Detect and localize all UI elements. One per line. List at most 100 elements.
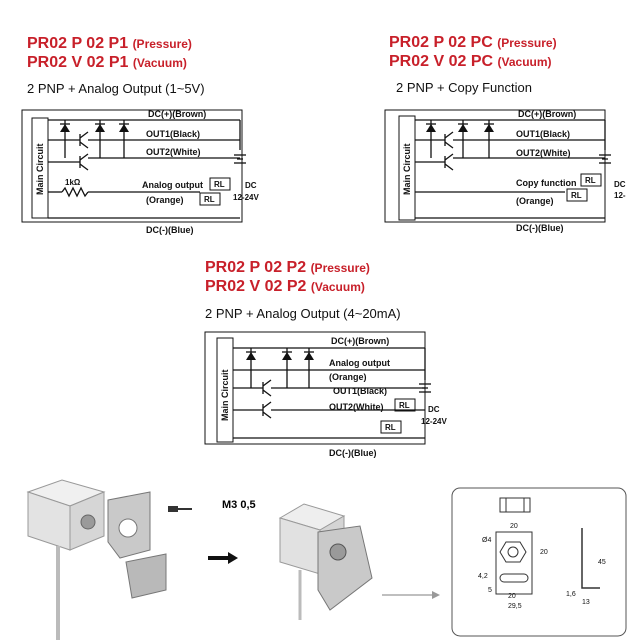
- pc-diode-2: [458, 124, 468, 132]
- p1-diode-3: [119, 124, 129, 132]
- p1-voltage-label: 12-24V: [233, 193, 259, 202]
- pc-diode-3: [484, 124, 494, 132]
- mounting-illustration: M3 0,5 20 Ø4 20 4,2 5 20 29,5 45 1,6 13: [26, 479, 627, 640]
- p2-rl-2: [380, 420, 402, 434]
- pc-dc-plus-label: DC(+)(Brown): [518, 109, 576, 119]
- dim-side-height: 20: [540, 549, 548, 556]
- bracket-left: [107, 491, 167, 599]
- dim-left-offset: 5: [488, 587, 492, 594]
- p1-model-vacuum: PR02 V 02 P1: [27, 54, 129, 71]
- pc-circuit-diagram: Main Circuit RL RL DC(+)(Brown) OUT1(Bla…: [384, 109, 626, 233]
- pc-rl-2-label: RL: [571, 191, 582, 200]
- p1-dc-plus-label: DC(+)(Brown): [148, 109, 206, 119]
- p1-circuit-diagram: Main Circuit 1kΩ RL RL DC(+)(Brown) OUT1…: [21, 109, 259, 235]
- pc-frame: [384, 109, 606, 223]
- pc-vacuum-label: (Vacuum): [497, 55, 552, 69]
- dim-right-height: 45: [598, 559, 606, 566]
- p2-pressure-label: (Pressure): [310, 261, 370, 275]
- pc-dc-minus-label: DC(-)(Blue): [516, 223, 564, 233]
- pc-diode-1: [426, 124, 436, 132]
- p2-main-circuit-box: [216, 337, 234, 443]
- p1-dc-label: DC: [245, 181, 257, 190]
- p2-model-pressure: PR02 P 02 P2: [205, 259, 307, 276]
- dim-bottom-20: 20: [508, 593, 516, 600]
- pc-out1-label: OUT1(Black): [516, 129, 570, 139]
- dim-thickness: 1,6: [566, 591, 576, 598]
- p1-rl-2: [199, 192, 221, 206]
- dim-slot: 4,2: [478, 573, 488, 580]
- dim-hole-dia: Ø4: [482, 537, 491, 544]
- pc-dc-label: DC: [614, 180, 626, 189]
- screw-icon: [168, 506, 192, 512]
- dimension-detail-box: [451, 487, 627, 637]
- p1-rl-2-label: RL: [204, 195, 215, 204]
- pc-subtitle: 2 PNP + Copy Function: [396, 80, 532, 95]
- pc-main-circuit-box: [398, 115, 416, 221]
- pc-main-circuit-label: Main Circuit: [402, 143, 412, 195]
- pc-model-pressure: PR02 P 02 PC: [389, 34, 493, 51]
- pc-rl-2: [566, 188, 588, 202]
- p2-circuit-diagram: Main Circuit RL RL DC(+)(Brown) Analog o…: [204, 331, 447, 458]
- p1-dc-minus-label: DC(-)(Blue): [146, 225, 194, 235]
- p2-diode-3: [304, 352, 314, 360]
- p1-model-pressure: PR02 P 02 P1: [27, 35, 129, 52]
- p2-orange-label: (Orange): [329, 372, 367, 382]
- p1-rl-1-label: RL: [214, 180, 225, 189]
- p2-vacuum-label: (Vacuum): [310, 280, 365, 294]
- dim-depth: 13: [582, 599, 590, 606]
- dim-top-width: 20: [510, 523, 518, 530]
- pc-rl-1: [580, 173, 602, 187]
- p1-title-line-1: PR02 P 02 P1 (Pressure): [27, 34, 192, 54]
- p2-title-line-1: PR02 P 02 P2 (Pressure): [205, 258, 370, 278]
- pc-out2-label: OUT2(White): [516, 148, 571, 158]
- bracket-front-view: [495, 531, 533, 595]
- p2-model-vacuum: PR02 V 02 P2: [205, 278, 307, 295]
- dim-bottom-29: 29,5: [508, 603, 522, 610]
- bracket-top-view: [499, 497, 531, 513]
- p1-out2-label: OUT2(White): [146, 147, 201, 157]
- sensor-assembled: [278, 503, 373, 620]
- p2-main-circuit-label: Main Circuit: [220, 369, 230, 421]
- p1-title-line-2: PR02 V 02 P1 (Vacuum): [27, 53, 187, 73]
- p2-voltage-label: 12-24V: [421, 417, 447, 426]
- p2-out1-label: OUT1(Black): [333, 386, 387, 396]
- p1-rl-1: [209, 177, 231, 191]
- screw-label: M3 0,5: [222, 499, 256, 511]
- p1-resistor-label: 1kΩ: [65, 178, 81, 187]
- pc-pressure-label: (Pressure): [497, 36, 557, 50]
- p2-title-line-2: PR02 V 02 P2 (Vacuum): [205, 277, 365, 297]
- p1-subtitle: 2 PNP + Analog Output (1~5V): [27, 81, 205, 96]
- p1-main-circuit-label: Main Circuit: [35, 143, 45, 195]
- p1-frame: [21, 109, 243, 223]
- p2-rl-1-label: RL: [399, 401, 410, 410]
- p1-vacuum-label: (Vacuum): [132, 56, 187, 70]
- pc-title-line-2: PR02 V 02 PC (Vacuum): [389, 52, 552, 72]
- p2-diode-2: [282, 352, 292, 360]
- pc-voltage-label: 12-: [614, 191, 626, 200]
- bracket-side-view: [581, 528, 600, 589]
- sensor-body-left: [26, 479, 106, 640]
- p1-diode-2: [95, 124, 105, 132]
- pc-rl-1-label: RL: [585, 176, 596, 185]
- p1-out1-label: OUT1(Black): [146, 129, 200, 139]
- p2-rl-2-label: RL: [385, 423, 396, 432]
- pc-model-vacuum: PR02 V 02 PC: [389, 53, 494, 70]
- p1-analog-label: Analog output: [142, 180, 203, 190]
- p1-pressure-label: (Pressure): [132, 37, 192, 51]
- p1-resistor: [61, 186, 89, 198]
- p1-diode-1: [60, 124, 70, 132]
- arrow-right-icon: [208, 552, 238, 564]
- p2-out2-label: OUT2(White): [329, 402, 384, 412]
- p2-analog-label: Analog output: [329, 358, 390, 368]
- p2-dc-minus-label: DC(-)(Blue): [329, 448, 377, 458]
- pc-copy-label: Copy function: [516, 178, 577, 188]
- p1-orange-label: (Orange): [146, 195, 184, 205]
- p1-main-circuit-box: [31, 117, 49, 219]
- pc-orange-label: (Orange): [516, 196, 554, 206]
- p2-dc-label: DC: [428, 405, 440, 414]
- p2-diode-1: [246, 352, 256, 360]
- p2-rl-1: [394, 398, 416, 412]
- p2-dc-plus-label: DC(+)(Brown): [331, 336, 389, 346]
- p2-subtitle: 2 PNP + Analog Output (4~20mA): [205, 306, 401, 321]
- pc-title-line-1: PR02 P 02 PC (Pressure): [389, 33, 557, 53]
